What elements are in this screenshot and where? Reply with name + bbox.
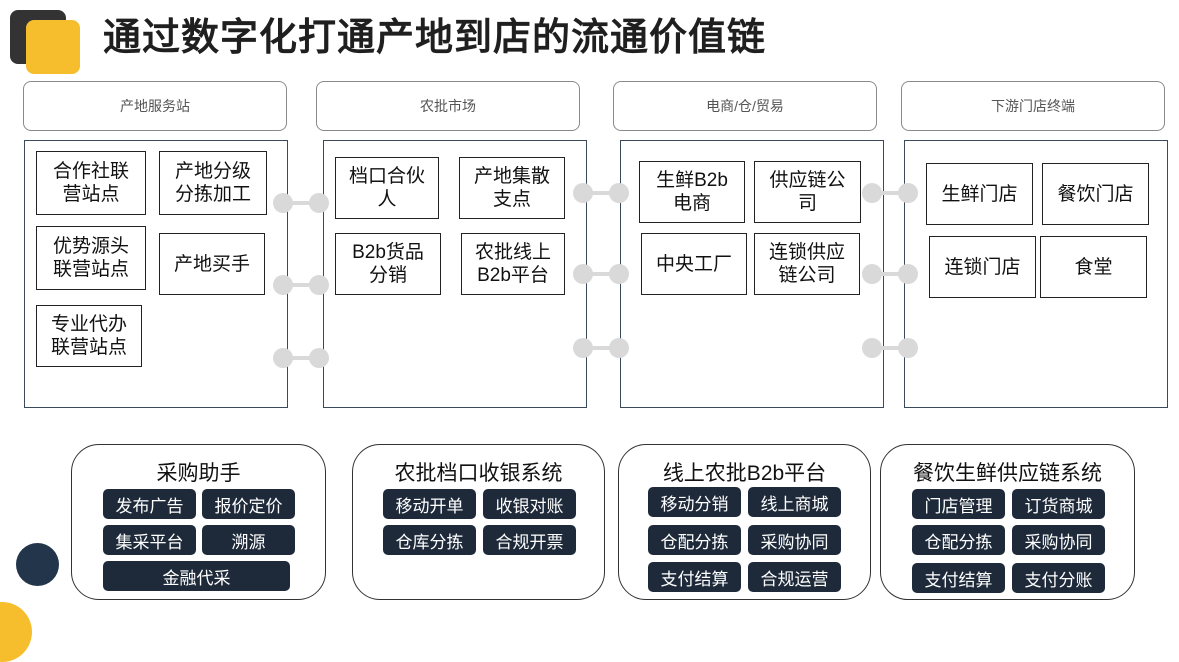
system-title: 餐饮生鲜供应链系统	[913, 462, 1102, 485]
feature-tag: 移动开单	[383, 489, 476, 519]
feature-tag: 报价定价	[202, 489, 295, 519]
stage-cell: 产地集散 支点	[459, 157, 565, 219]
system-box-stall-pos: 农批档口收银系统 移动开单 收银对账 仓库分拣 合规开票	[352, 444, 605, 600]
connector-icon	[573, 264, 629, 284]
system-title: 农批档口收银系统	[394, 462, 563, 485]
stage-cell: 档口合伙 人	[335, 157, 439, 219]
stage-cell: 农批线上 B2b平台	[461, 233, 565, 295]
connector-icon	[573, 338, 629, 358]
stage-cell: 供应链公 司	[754, 161, 861, 223]
stage-header-origin: 产地服务站	[23, 81, 287, 131]
feature-tag: 溯源	[202, 525, 295, 555]
stage-cell: 连锁门店	[929, 236, 1036, 298]
stage-cell: 食堂	[1040, 236, 1147, 298]
feature-tag: 支付结算	[912, 563, 1005, 593]
connector-icon	[273, 348, 329, 368]
stage-cell: 连锁供应 链公司	[754, 233, 860, 295]
feature-tag: 支付结算	[648, 562, 741, 592]
system-box-catering-supply-chain: 餐饮生鲜供应链系统 门店管理 订货商城 仓配分拣 采购协同 支付结算 支付分账	[880, 444, 1135, 600]
stage-header-ecommerce: 电商/仓/贸易	[613, 81, 877, 131]
stage-cell: 合作社联 营站点	[36, 151, 146, 215]
stage-cell: 生鲜B2b 电商	[639, 161, 745, 223]
feature-tag: 集采平台	[103, 525, 196, 555]
feature-tag: 发布广告	[103, 489, 196, 519]
title-decoration-yellow-square	[26, 20, 80, 74]
stage-column-wholesale: 档口合伙 人 产地集散 支点 B2b货品 分销 农批线上 B2b平台	[323, 140, 587, 408]
stage-cell: B2b货品 分销	[335, 233, 441, 295]
system-box-b2b-platform: 线上农批B2b平台 移动分销 线上商城 仓配分拣 采购协同 支付结算 合规运营	[618, 444, 871, 600]
feature-tag: 合规运营	[748, 562, 841, 592]
stage-header-wholesale: 农批市场	[316, 81, 580, 131]
decoration-circle-dark	[16, 543, 59, 586]
page-title: 通过数字化打通产地到店的流通价值链	[103, 17, 767, 59]
stage-column-ecommerce: 生鲜B2b 电商 供应链公 司 中央工厂 连锁供应 链公司	[620, 140, 884, 408]
feature-tag: 收银对账	[483, 489, 576, 519]
feature-tag: 采购协同	[1012, 525, 1105, 555]
stage-column-downstream: 生鲜门店 餐饮门店 连锁门店 食堂	[904, 140, 1168, 408]
connector-icon	[273, 275, 329, 295]
feature-tag: 订货商城	[1012, 489, 1105, 519]
feature-tag: 仓配分拣	[648, 525, 741, 555]
stage-cell: 产地买手	[159, 233, 265, 295]
connector-icon	[273, 193, 329, 213]
connector-icon	[862, 183, 918, 203]
feature-tag: 合规开票	[483, 525, 576, 555]
connector-icon	[573, 183, 629, 203]
feature-tag: 线上商城	[748, 487, 841, 517]
feature-tag: 支付分账	[1012, 563, 1105, 593]
feature-tag: 移动分销	[648, 487, 741, 517]
system-title: 采购助手	[156, 462, 241, 485]
stage-cell: 优势源头 联营站点	[36, 226, 146, 290]
feature-tag: 金融代采	[103, 561, 290, 591]
stage-cell: 专业代办 联营站点	[36, 305, 142, 367]
connector-icon	[862, 338, 918, 358]
stage-cell: 产地分级 分拣加工	[159, 151, 267, 215]
stage-cell: 餐饮门店	[1042, 163, 1149, 225]
stage-cell: 中央工厂	[641, 233, 747, 295]
system-box-procurement: 采购助手 发布广告 报价定价 集采平台 溯源 金融代采	[71, 444, 326, 600]
stage-header-downstream: 下游门店终端	[901, 81, 1165, 131]
stage-cell: 生鲜门店	[926, 163, 1033, 225]
feature-tag: 仓配分拣	[912, 525, 1005, 555]
decoration-circle-yellow	[0, 602, 32, 662]
feature-tag: 仓库分拣	[383, 525, 476, 555]
connector-icon	[862, 264, 918, 284]
feature-tag: 门店管理	[912, 489, 1005, 519]
feature-tag: 采购协同	[748, 525, 841, 555]
stage-column-origin: 合作社联 营站点 产地分级 分拣加工 优势源头 联营站点 产地买手 专业代办 联…	[24, 140, 288, 408]
system-title: 线上农批B2b平台	[662, 462, 827, 485]
